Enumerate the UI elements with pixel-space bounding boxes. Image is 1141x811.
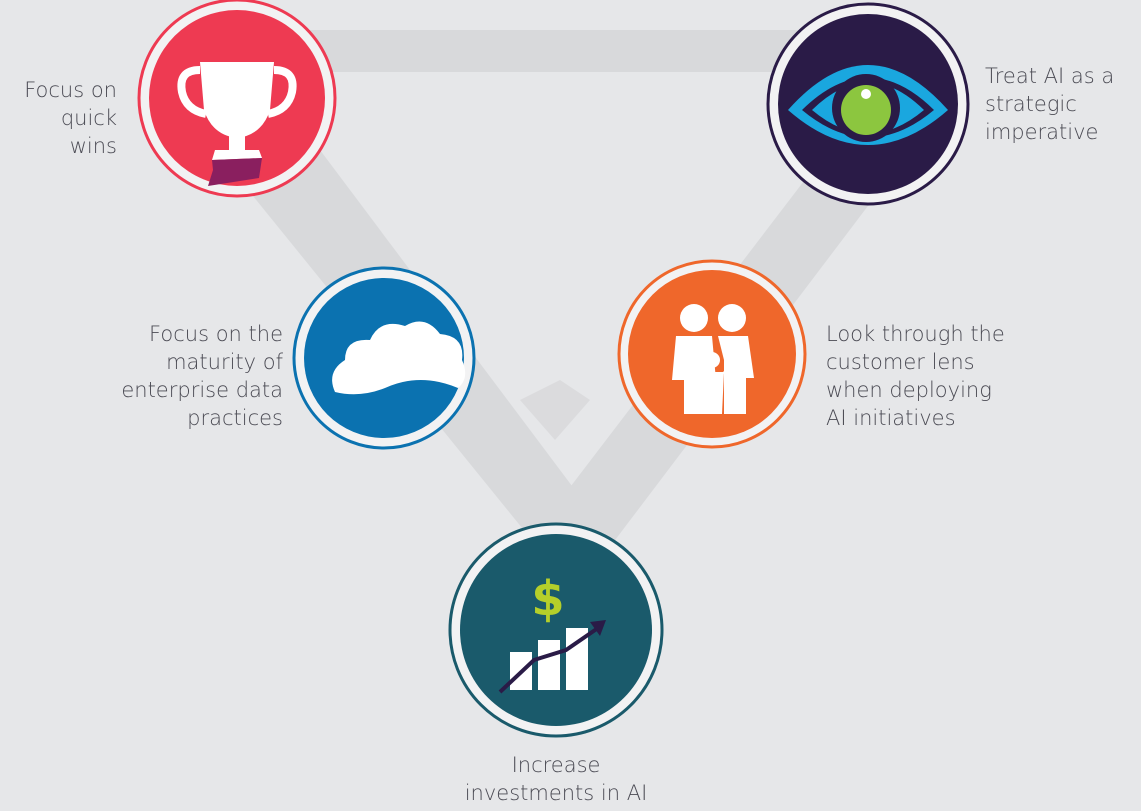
node-disc <box>460 534 652 726</box>
family-icon <box>672 304 754 414</box>
cloud-icon <box>332 321 466 395</box>
trophy-icon <box>177 62 297 186</box>
label-strategic: Treat AI as a strategic imperative <box>985 64 1115 144</box>
label-quick-wins: Focus on quick wins <box>24 78 117 158</box>
label-data-maturity: Focus on the maturity of enterprise data… <box>121 322 283 430</box>
node-data-maturity <box>292 266 476 450</box>
node-customer-lens <box>617 259 807 449</box>
node-quick-wins <box>137 0 337 198</box>
svg-text:$: $ <box>531 571 564 627</box>
label-investments: Increase investments in AI <box>464 753 648 805</box>
eye-icon <box>788 65 948 145</box>
node-strategic <box>766 2 970 206</box>
growth-chart-icon: $ <box>498 571 606 694</box>
label-customer-lens: Look through the customer lens when depl… <box>826 322 1005 430</box>
node-investments: $ <box>448 522 664 738</box>
connector-inner-shadow <box>520 380 590 440</box>
connector-top <box>290 30 810 72</box>
